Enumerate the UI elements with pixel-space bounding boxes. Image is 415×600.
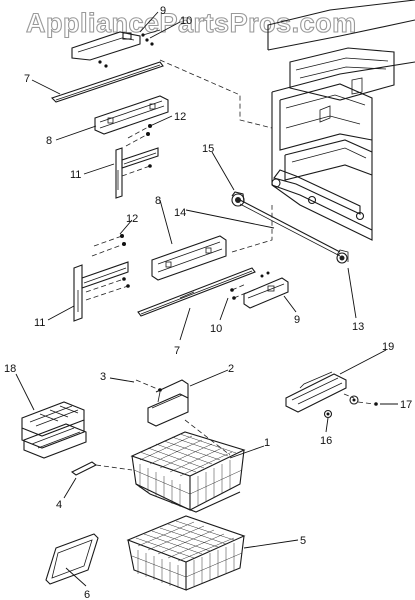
callout-9-upper: 9 <box>160 5 166 17</box>
sliding-shelf-bracket <box>285 371 378 419</box>
callout-7-lower: 7 <box>174 345 180 357</box>
callout-17: 17 <box>400 399 412 411</box>
watermark-logo: AppliancePartsPros.com <box>26 8 357 38</box>
callout-2: 2 <box>228 363 234 375</box>
callout-14: 14 <box>174 207 186 219</box>
drawer-divider-panel <box>45 533 99 585</box>
assembly-dashed-line <box>159 59 273 129</box>
callout-19: 19 <box>382 341 394 353</box>
callout-8-middle: 8 <box>155 195 161 207</box>
callout-1: 1 <box>264 437 270 449</box>
callout-5: 5 <box>300 535 306 547</box>
refrigerator-cabinet <box>267 0 415 241</box>
callout-15: 15 <box>202 143 214 155</box>
callout-18: 18 <box>4 363 16 375</box>
wire-basket-lower <box>126 515 246 591</box>
callout-13: 13 <box>352 321 364 333</box>
callout-7-upper: 7 <box>24 73 30 85</box>
drawer-rail-upper <box>50 61 164 103</box>
leader-lines <box>15 11 398 587</box>
screws-lower <box>91 234 126 257</box>
callout-10-lower: 10 <box>210 323 222 335</box>
assembly-dashed-line-lower <box>231 205 273 253</box>
callout-10-upper: 10 <box>180 15 192 27</box>
drawer-bracket-upper <box>94 95 169 135</box>
callout-11-upper: 11 <box>70 169 81 181</box>
screws-upper <box>125 124 152 147</box>
callout-8-upper: 8 <box>46 135 52 147</box>
mounting-bracket-upper <box>115 147 159 199</box>
ice-tray-pan <box>21 401 87 459</box>
basket-divider-rod <box>70 461 133 476</box>
callout-4: 4 <box>56 499 62 511</box>
shaft-assembly <box>231 191 349 264</box>
basket-clip <box>135 379 231 456</box>
callout-16: 16 <box>320 435 332 447</box>
mounting-bracket-lower <box>73 261 130 322</box>
drawer-bracket-middle <box>151 235 227 281</box>
callout-12-lower: 12 <box>126 213 138 225</box>
slide-bracket-lower <box>230 271 289 309</box>
callout-3: 3 <box>100 371 106 383</box>
callout-12-upper: 12 <box>174 111 186 123</box>
callout-6: 6 <box>84 589 90 600</box>
slide-bracket-upper <box>71 29 161 68</box>
drawer-rail-lower <box>137 267 256 317</box>
callout-9-lower: 9 <box>294 314 300 326</box>
wire-basket-upper <box>130 431 246 513</box>
callout-11-lower: 11 <box>34 317 45 329</box>
